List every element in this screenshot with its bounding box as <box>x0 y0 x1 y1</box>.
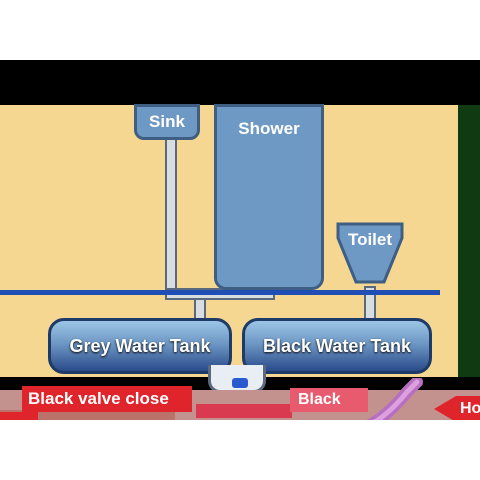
hose-icon <box>366 378 423 420</box>
video-frame: Sink Shower Toilet Grey Water Tank Black… <box>0 60 480 420</box>
toilet-label: Toilet <box>347 230 393 249</box>
valve-indicator <box>232 378 248 388</box>
grey-water-tank: Grey Water Tank <box>48 318 232 374</box>
sink-fixture: Sink <box>134 104 200 140</box>
side-strip <box>458 105 480 377</box>
hose-arrow-icon <box>434 396 456 420</box>
toilet-bowl <box>336 222 404 284</box>
shower-fixture: Shower <box>214 104 324 290</box>
close-label: ose <box>0 412 38 420</box>
grey-tank-label: Grey Water Tank <box>69 335 211 356</box>
valve-status-label: Black valve close <box>22 386 192 412</box>
black-caption: Black <box>290 388 368 412</box>
black-water-tank: Black Water Tank <box>242 318 432 374</box>
sink-label: Sink <box>149 112 185 131</box>
flow-arrow <box>196 404 292 418</box>
hose-caption: Ho <box>456 396 480 420</box>
grey-tank-inlet-pipe <box>194 298 206 320</box>
black-tank-label: Black Water Tank <box>262 335 412 356</box>
overlay-shade <box>0 410 175 420</box>
floor-line <box>0 290 440 295</box>
sink-drain-pipe <box>165 138 177 296</box>
shower-label: Shower <box>238 119 300 138</box>
